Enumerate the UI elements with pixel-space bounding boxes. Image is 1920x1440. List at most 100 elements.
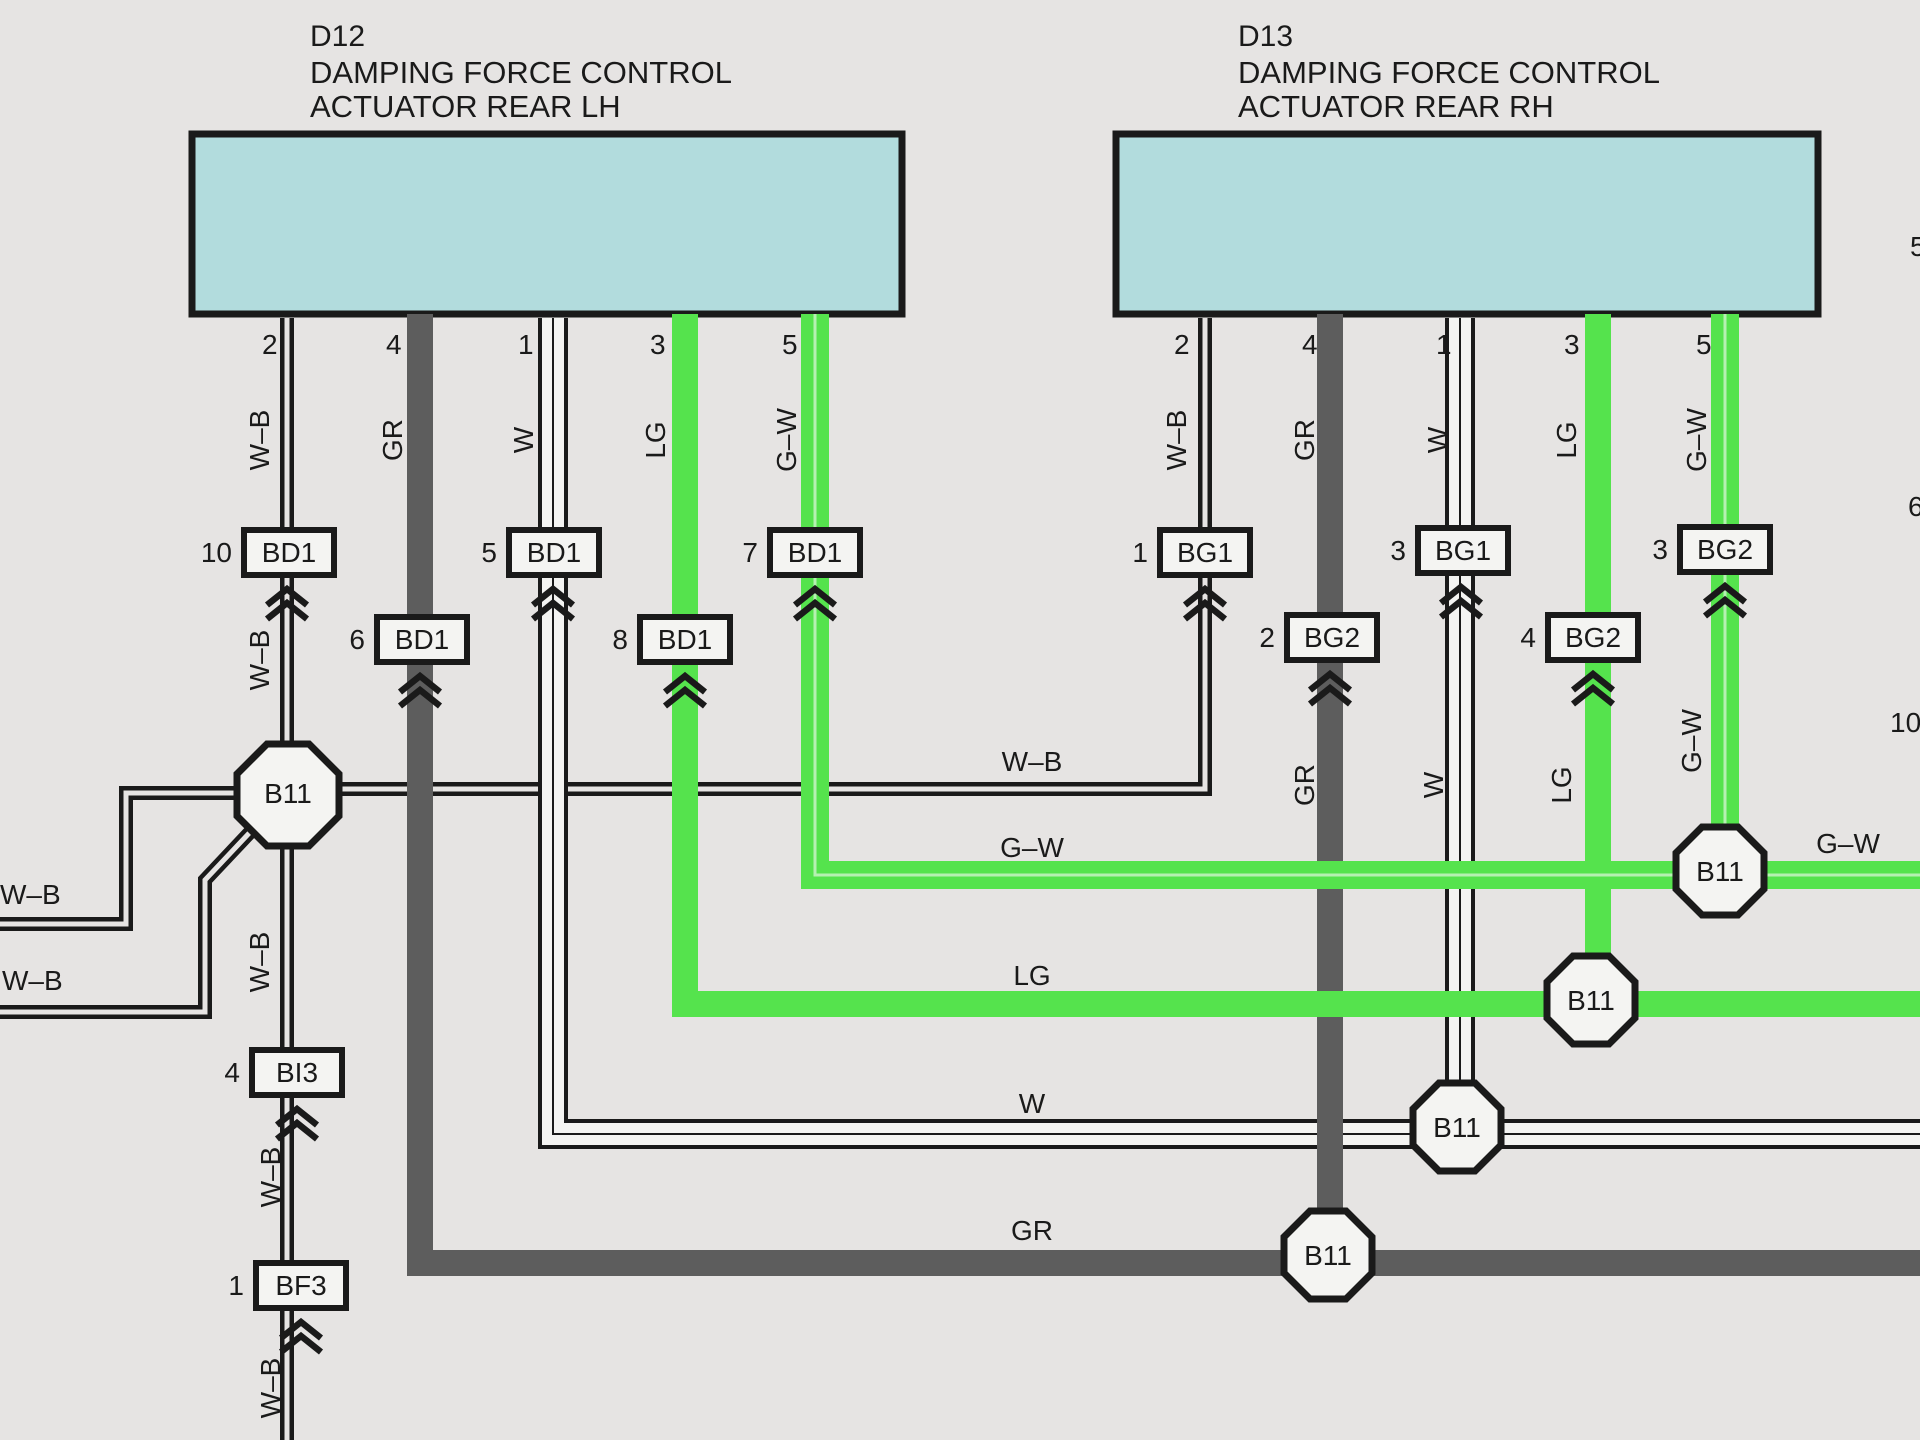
wire-color-label: G–W	[771, 408, 802, 472]
component-code: D13	[1238, 20, 1293, 53]
octagon-junction-icon	[1543, 952, 1639, 1048]
pin-numbers: 2 4 1 3 5 2 4 1 3 5	[262, 329, 1712, 360]
connector-pin: 4	[224, 1057, 240, 1088]
junction-code: B11	[1304, 1240, 1352, 1271]
run-label: W	[1019, 1088, 1046, 1119]
run-label: G–W	[1816, 828, 1880, 859]
pin-number: 2	[262, 329, 278, 360]
junctions: B11 B11 B11 B11 B11	[233, 740, 1768, 1303]
connector-code: BG2	[1565, 622, 1621, 653]
connector-code: BG1	[1435, 535, 1491, 566]
run-label: GR	[1011, 1215, 1053, 1246]
run-label: W–B	[2, 965, 63, 996]
connector-code: BD1	[395, 624, 449, 655]
pin-number: 4	[386, 329, 402, 360]
run-label: LG	[1013, 960, 1050, 991]
connector-bg2-3: BG2 3	[1652, 524, 1773, 616]
run-labels: W–B G–W LG W GR G–W W–B W–B	[0, 746, 1880, 1246]
wire-color-label: G–W	[1681, 408, 1712, 472]
connector-bd1-7: BD1 7	[742, 527, 863, 619]
junction-code: B11	[1567, 985, 1615, 1016]
connector-code: BD1	[527, 537, 581, 568]
connector-code: BD1	[658, 624, 712, 655]
connector-pin: 5	[481, 537, 497, 568]
connector-code: BD1	[262, 537, 316, 568]
component-name-line1: DAMPING FORCE CONTROL	[1238, 55, 1660, 90]
wire-color-label: W	[1422, 426, 1453, 453]
wire-color-label: W–B	[255, 1358, 286, 1419]
component-name-line2: ACTUATOR REAR RH	[1238, 89, 1554, 124]
connector-bd1-5: BD1 5	[481, 527, 602, 619]
connector-pin: 3	[1652, 534, 1668, 565]
wire-color-label: GR	[1289, 764, 1320, 806]
connector-code: BG2	[1304, 622, 1360, 653]
connector-pin: 1	[228, 1270, 244, 1301]
connector-bd1-10: BD1 10	[201, 527, 337, 619]
connector-pin: 10	[201, 537, 232, 568]
run-label: G–W	[1000, 832, 1064, 863]
connector-code: BF3	[275, 1270, 326, 1301]
pin-number: 3	[1564, 329, 1580, 360]
component-code: D12	[310, 20, 365, 53]
octagon-junction-icon	[233, 740, 343, 850]
junction-b11: B11	[233, 740, 343, 850]
connector-pin: 3	[1390, 535, 1406, 566]
component-name-line2: ACTUATOR REAR LH	[310, 89, 621, 124]
wire-color-label: W–B	[244, 630, 275, 691]
wire-color-label: W–B	[255, 1147, 286, 1208]
octagon-junction-icon	[1409, 1079, 1505, 1175]
wire-color-label: W–B	[244, 410, 275, 471]
connector-bd1-6: BD1 6	[349, 614, 470, 706]
connector-bf3-1: BF3 1	[228, 1260, 349, 1352]
pin-number: 4	[1302, 329, 1318, 360]
connector-pin: 1	[1132, 537, 1148, 568]
wire-g-w-group	[801, 314, 1920, 889]
junction-b11: B11	[1672, 823, 1768, 919]
pin-number: 5	[1696, 329, 1712, 360]
connector-pin: 8	[612, 624, 628, 655]
junction-code: B11	[1433, 1112, 1481, 1143]
edge-label: 6	[1908, 491, 1920, 522]
octagon-junction-icon	[1280, 1207, 1376, 1303]
junction-b11: B11	[1409, 1079, 1505, 1175]
pin-number: 2	[1174, 329, 1190, 360]
connector-bg1-3: BG1 3	[1390, 525, 1511, 617]
wire-color-label: W	[1418, 771, 1449, 798]
connector-pin: 4	[1520, 622, 1536, 653]
octagon-junction-icon	[1672, 823, 1768, 919]
junction-b11: B11	[1280, 1207, 1376, 1303]
pin-number: 1	[1436, 329, 1452, 360]
wire-w-b-group	[0, 318, 1212, 1440]
edge-label: 5	[1910, 231, 1920, 262]
component-name-line1: DAMPING FORCE CONTROL	[310, 55, 732, 90]
connector-code: BD1	[788, 537, 842, 568]
connector-pin: 7	[742, 537, 758, 568]
connector-bg2-2: BG2 2	[1259, 612, 1380, 704]
pin-number: 1	[518, 329, 534, 360]
wire-color-label: W–B	[1161, 410, 1192, 471]
connector-pin: 6	[349, 624, 365, 655]
connector-bd1-8: BD1 8	[612, 614, 733, 706]
edge-label: 10	[1890, 707, 1920, 738]
component-d12: D12 DAMPING FORCE CONTROL ACTUATOR REAR …	[188, 20, 906, 318]
wire-color-labels: W–B GR W LG G–W W–B GR W LG G–W W–B W–B …	[244, 408, 1712, 1419]
wire-color-label: GR	[1289, 419, 1320, 461]
component-d13: D13 DAMPING FORCE CONTROL ACTUATOR REAR …	[1112, 20, 1822, 318]
wire-color-label: LG	[1551, 421, 1582, 458]
connector-pin: 2	[1259, 622, 1275, 653]
junction-code: B11	[1696, 856, 1744, 887]
actuator-box	[188, 130, 906, 318]
wire-color-label: W	[508, 426, 539, 453]
actuator-box	[1112, 130, 1822, 318]
connector-bi3-4: BI3 4	[224, 1047, 345, 1139]
junction-code: B11	[264, 778, 312, 809]
connectors: BD1 10 BD1 6 BD1 5 BD1 8 BD1 7	[201, 524, 1773, 1352]
connector-bg2-4: BG2 4	[1520, 612, 1641, 704]
connector-bg1-1: BG1 1	[1132, 527, 1253, 619]
wire-color-label: G–W	[1676, 709, 1707, 773]
connector-code: BI3	[276, 1057, 318, 1088]
connector-code: BG2	[1697, 534, 1753, 565]
run-label: W–B	[1002, 746, 1063, 777]
